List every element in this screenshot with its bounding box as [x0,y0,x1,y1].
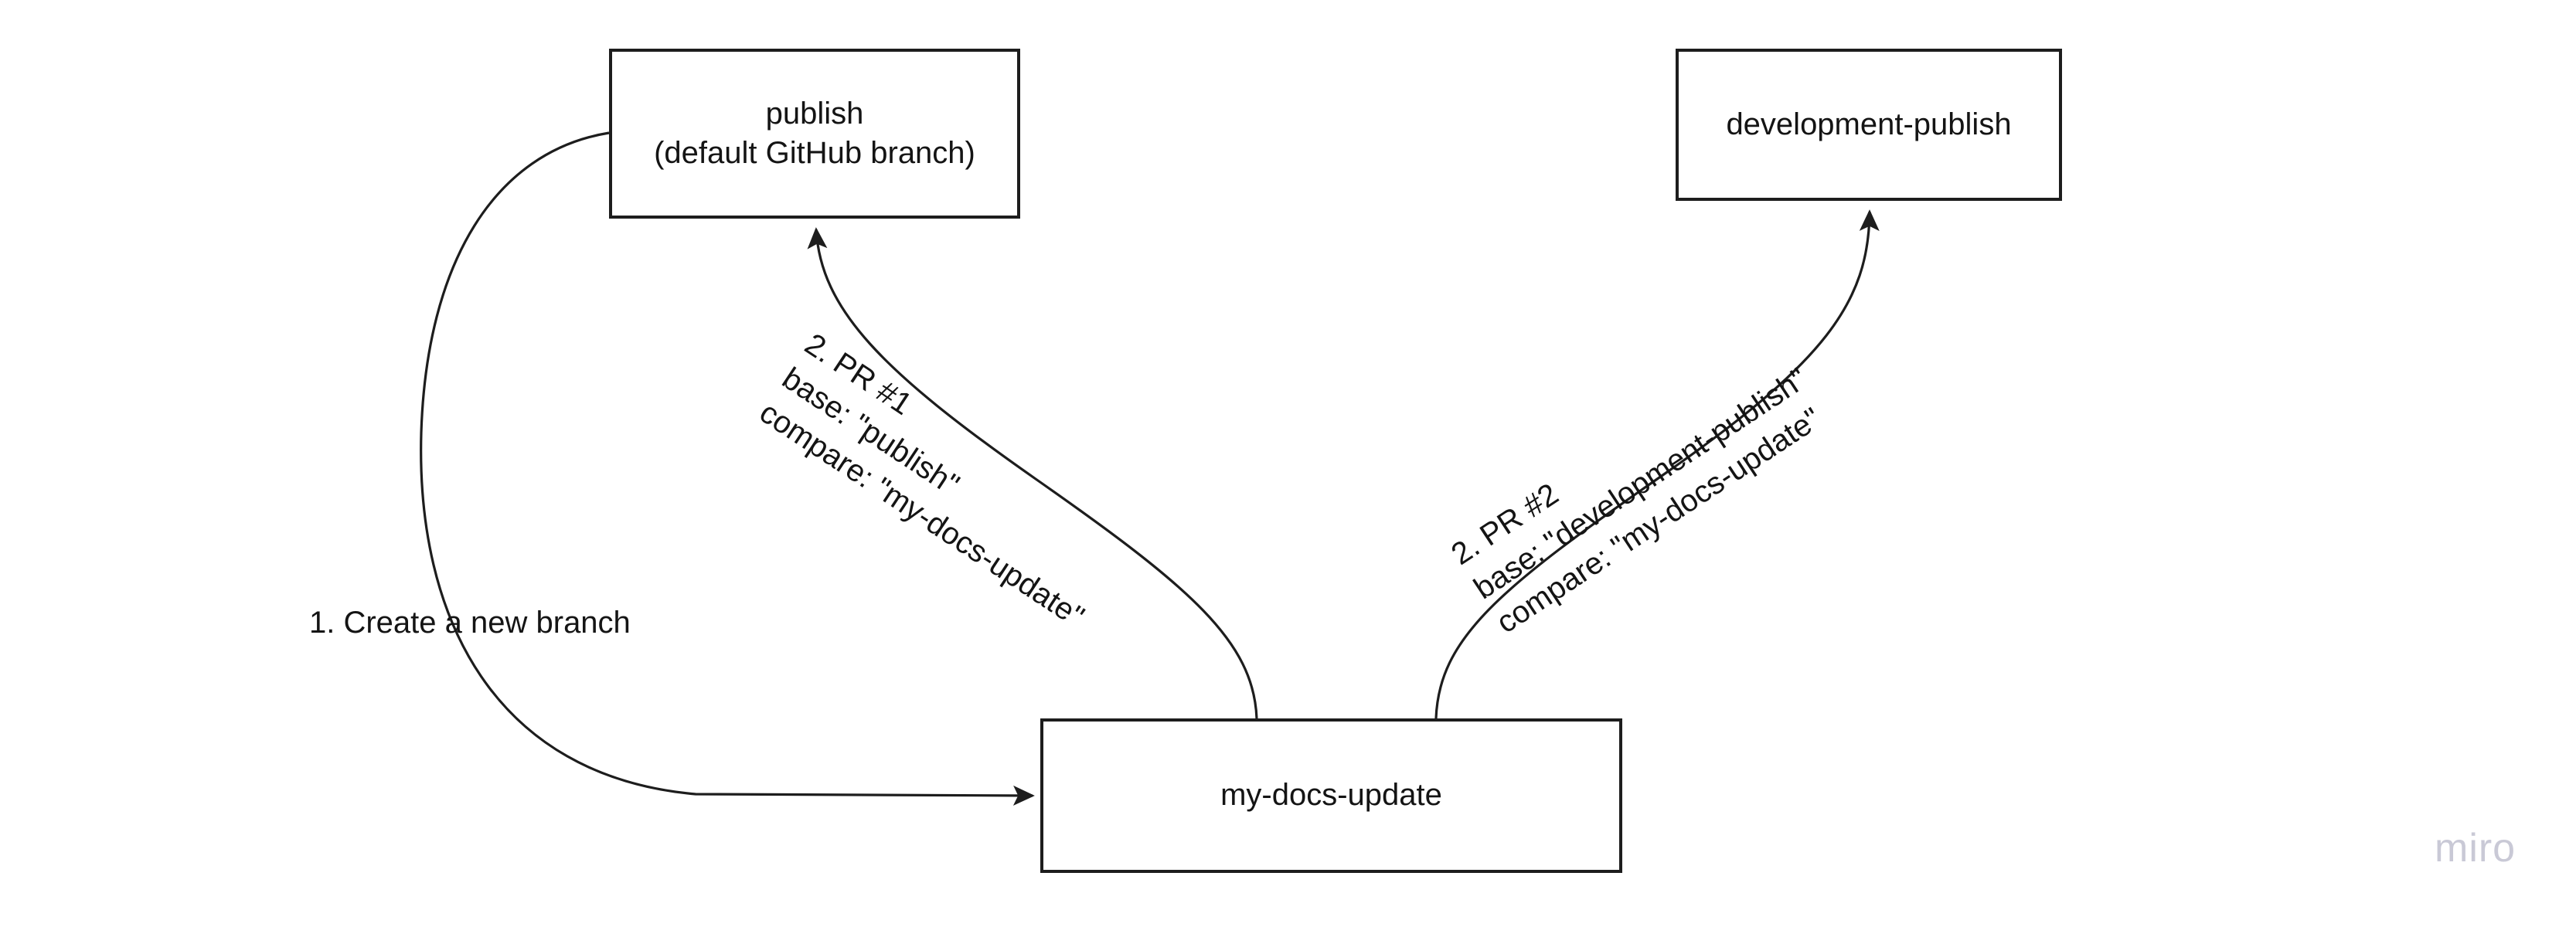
edge-pr1-path [807,227,1258,719]
miro-watermark: miro [2435,826,2516,871]
edge-pr2-path [1434,209,1880,719]
node-development-publish-label: development-publish [1726,107,2012,141]
node-development-publish[interactable]: development-publish [1676,49,2062,201]
node-my-docs-update[interactable]: my-docs-update [1040,718,1622,873]
node-publish[interactable]: publish (default GitHub branch) [609,49,1020,219]
edge-label-create-branch[interactable]: 1. Create a new branch [309,606,631,640]
node-publish-label: publish (default GitHub branch) [654,96,975,170]
edge-create-branch-path [420,131,1035,806]
node-my-docs-update-label: my-docs-update [1220,778,1442,813]
